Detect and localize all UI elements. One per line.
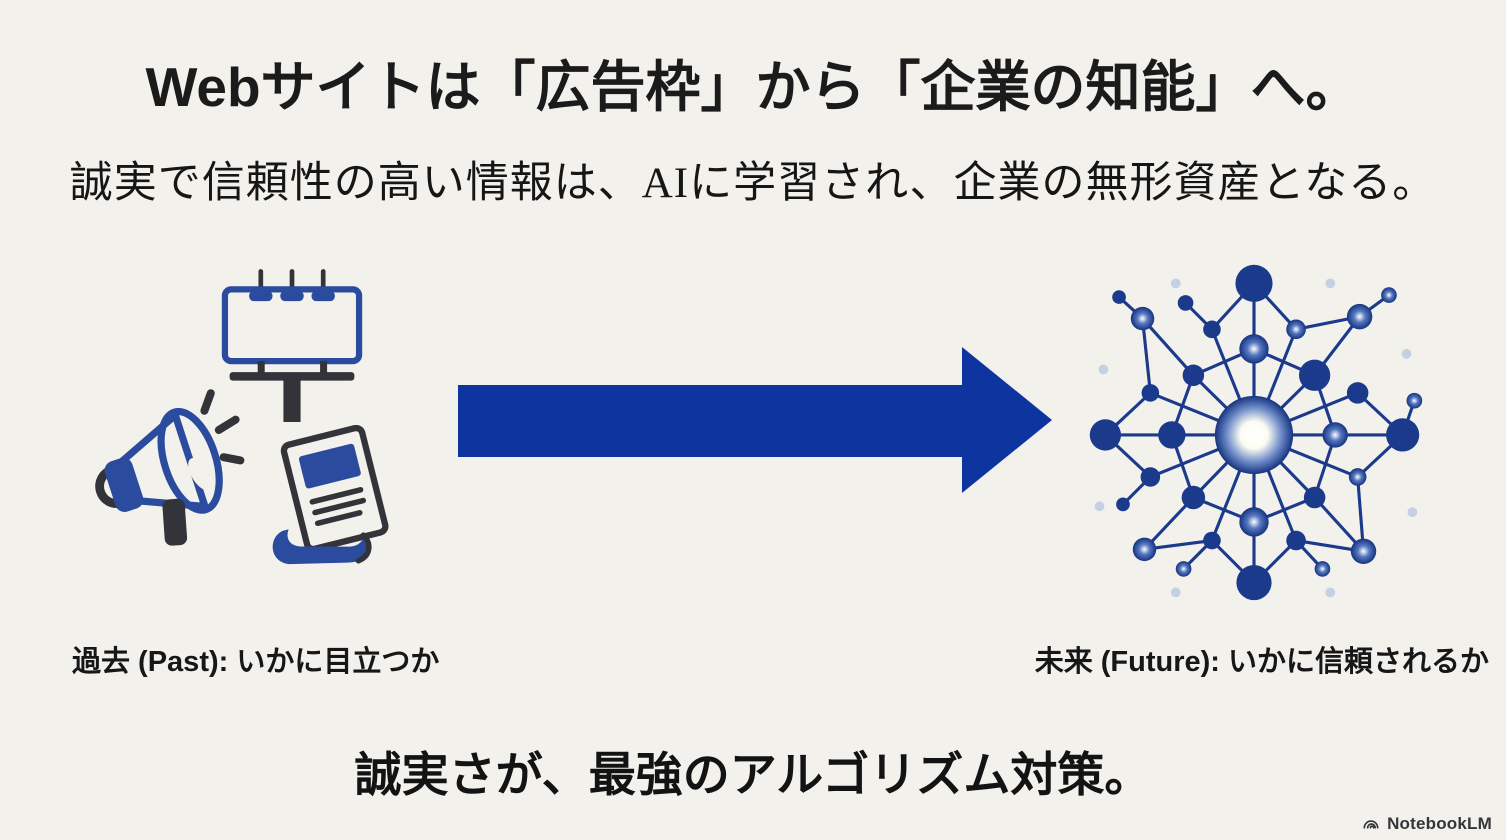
past-caption: 過去 (Past): いかに目立つか bbox=[72, 646, 440, 678]
past-illustration bbox=[78, 260, 430, 602]
notebooklm-label: NotebookLM bbox=[1387, 814, 1492, 833]
slide-subtitle: 誠実で信頼性の高い情報は、AIに学習され、企業の無形資産となる。 bbox=[69, 160, 1437, 207]
conclusion-text: 誠実さが、最強のアルゴリズム対策。 bbox=[354, 748, 1152, 801]
network-icon bbox=[1089, 264, 1423, 601]
notebooklm-logo-icon bbox=[1363, 820, 1379, 829]
billboard-icon bbox=[221, 269, 363, 422]
arrow-right-icon bbox=[458, 347, 1052, 493]
page-title: Webサイトは「広告枠」から「企業の知能」へ。 bbox=[145, 56, 1361, 118]
future-caption: 未来 (Future): いかに信頼されるか bbox=[1034, 646, 1489, 678]
future-illustration bbox=[1078, 256, 1430, 608]
megaphone-icon bbox=[95, 389, 245, 546]
flyer-icon bbox=[272, 425, 389, 565]
notebooklm-branding: NotebookLM bbox=[1361, 814, 1492, 834]
